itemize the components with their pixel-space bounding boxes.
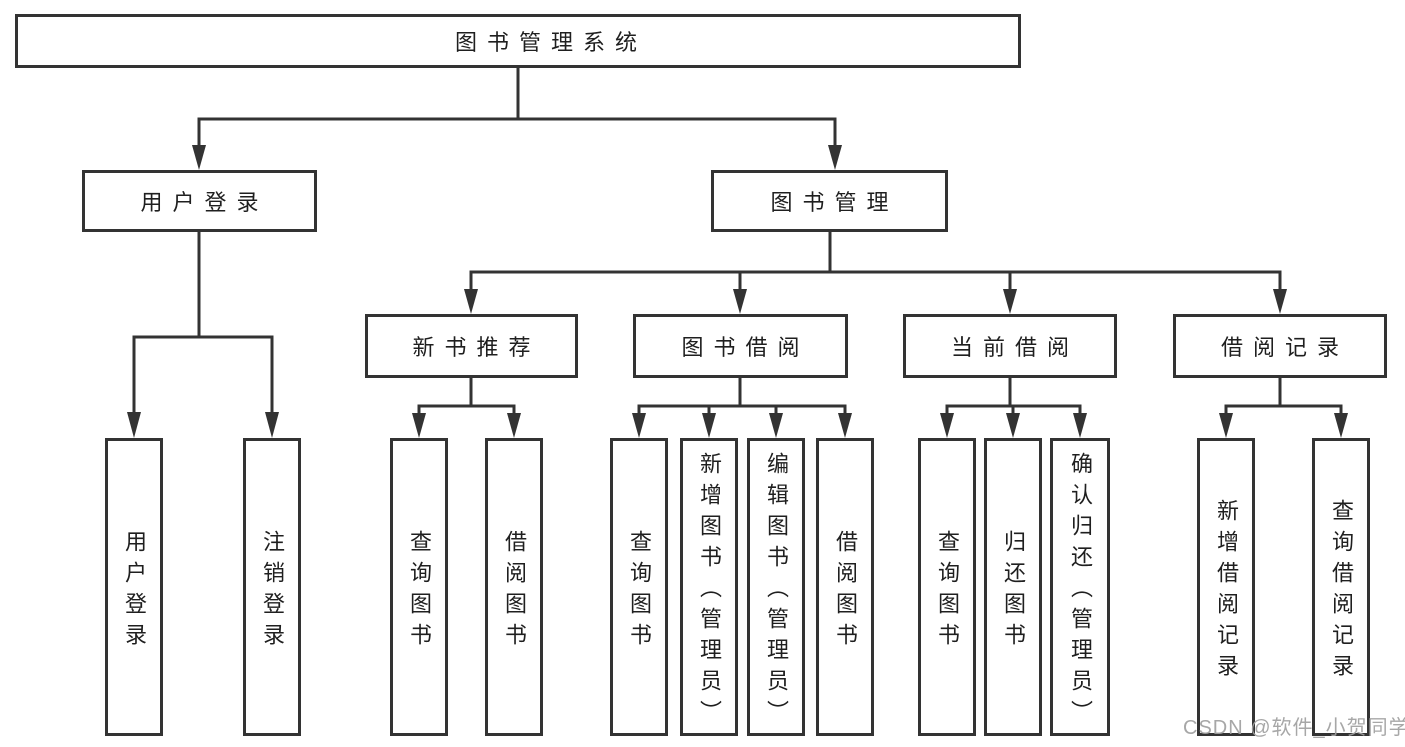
node-borrow-records: 借阅记录 — [1173, 314, 1387, 378]
leaf-query-borrow-record: 查询借阅记录 — [1312, 438, 1370, 736]
leaf-confirm-return-admin: 确认归还（管理员） — [1050, 438, 1110, 736]
connector-book-management-to-level3 — [464, 230, 1287, 314]
leaf-add-borrow-record: 新增借阅记录 — [1197, 438, 1255, 736]
leaf-borrow-books-2-label: 借阅图书 — [833, 529, 858, 654]
leaf-borrow-books-2: 借阅图书 — [816, 438, 874, 736]
node-current-borrow: 当前借阅 — [903, 314, 1117, 378]
leaf-add-books-admin-label: 新增图书（管理员） — [697, 452, 722, 731]
leaf-confirm-return-admin-label: 确认归还（管理员） — [1068, 452, 1093, 731]
leaf-logout: 注销登录 — [243, 438, 301, 736]
leaf-return-books: 归还图书 — [984, 438, 1042, 736]
connector-borrow-records-to-leaves — [1219, 376, 1348, 438]
leaf-borrow-books-1-label: 借阅图书 — [502, 529, 527, 654]
node-book-management-label: 图书管理 — [770, 190, 899, 215]
leaf-query-books-2-label: 查询图书 — [627, 529, 652, 654]
node-book-borrow: 图书借阅 — [633, 314, 848, 378]
leaf-add-borrow-record-label: 新增借阅记录 — [1214, 498, 1239, 685]
leaf-borrow-books-1: 借阅图书 — [485, 438, 543, 736]
node-root: 图书管理系统 — [15, 14, 1021, 68]
leaf-return-books-label: 归还图书 — [1001, 529, 1026, 654]
connector-book-borrow-to-leaves — [632, 376, 852, 438]
leaf-query-books-2: 查询图书 — [610, 438, 668, 736]
connector-root-to-level2 — [192, 66, 842, 170]
node-root-label: 图书管理系统 — [454, 30, 647, 55]
node-current-borrow-label: 当前借阅 — [950, 335, 1079, 360]
leaf-edit-books-admin-label: 编辑图书（管理员） — [764, 452, 789, 731]
node-borrow-records-label: 借阅记录 — [1220, 335, 1349, 360]
leaf-query-books-3-label: 查询图书 — [935, 529, 960, 654]
node-book-management: 图书管理 — [711, 170, 948, 232]
connector-new-book-to-leaves — [412, 376, 521, 438]
node-new-book-recommend: 新书推荐 — [365, 314, 578, 378]
connector-user-login-to-leaves — [127, 230, 279, 438]
node-user-login: 用户登录 — [82, 170, 317, 232]
leaf-query-borrow-record-label: 查询借阅记录 — [1329, 498, 1354, 685]
node-book-borrow-label: 图书借阅 — [681, 335, 810, 360]
leaf-add-books-admin: 新增图书（管理员） — [680, 438, 738, 736]
leaf-logout-label: 注销登录 — [260, 529, 285, 654]
leaf-edit-books-admin: 编辑图书（管理员） — [747, 438, 805, 736]
node-new-book-recommend-label: 新书推荐 — [412, 335, 541, 360]
leaf-user-login-label: 用户登录 — [122, 529, 147, 654]
leaf-query-books-1-label: 查询图书 — [407, 529, 432, 654]
leaf-query-books-1: 查询图书 — [390, 438, 448, 736]
csdn-watermark: CSDN @软件_小贺同学 — [1183, 717, 1405, 739]
leaf-user-login: 用户登录 — [105, 438, 163, 736]
leaf-query-books-3: 查询图书 — [918, 438, 976, 736]
node-user-login-label: 用户登录 — [140, 190, 269, 215]
connector-current-borrow-to-leaves — [940, 376, 1087, 438]
